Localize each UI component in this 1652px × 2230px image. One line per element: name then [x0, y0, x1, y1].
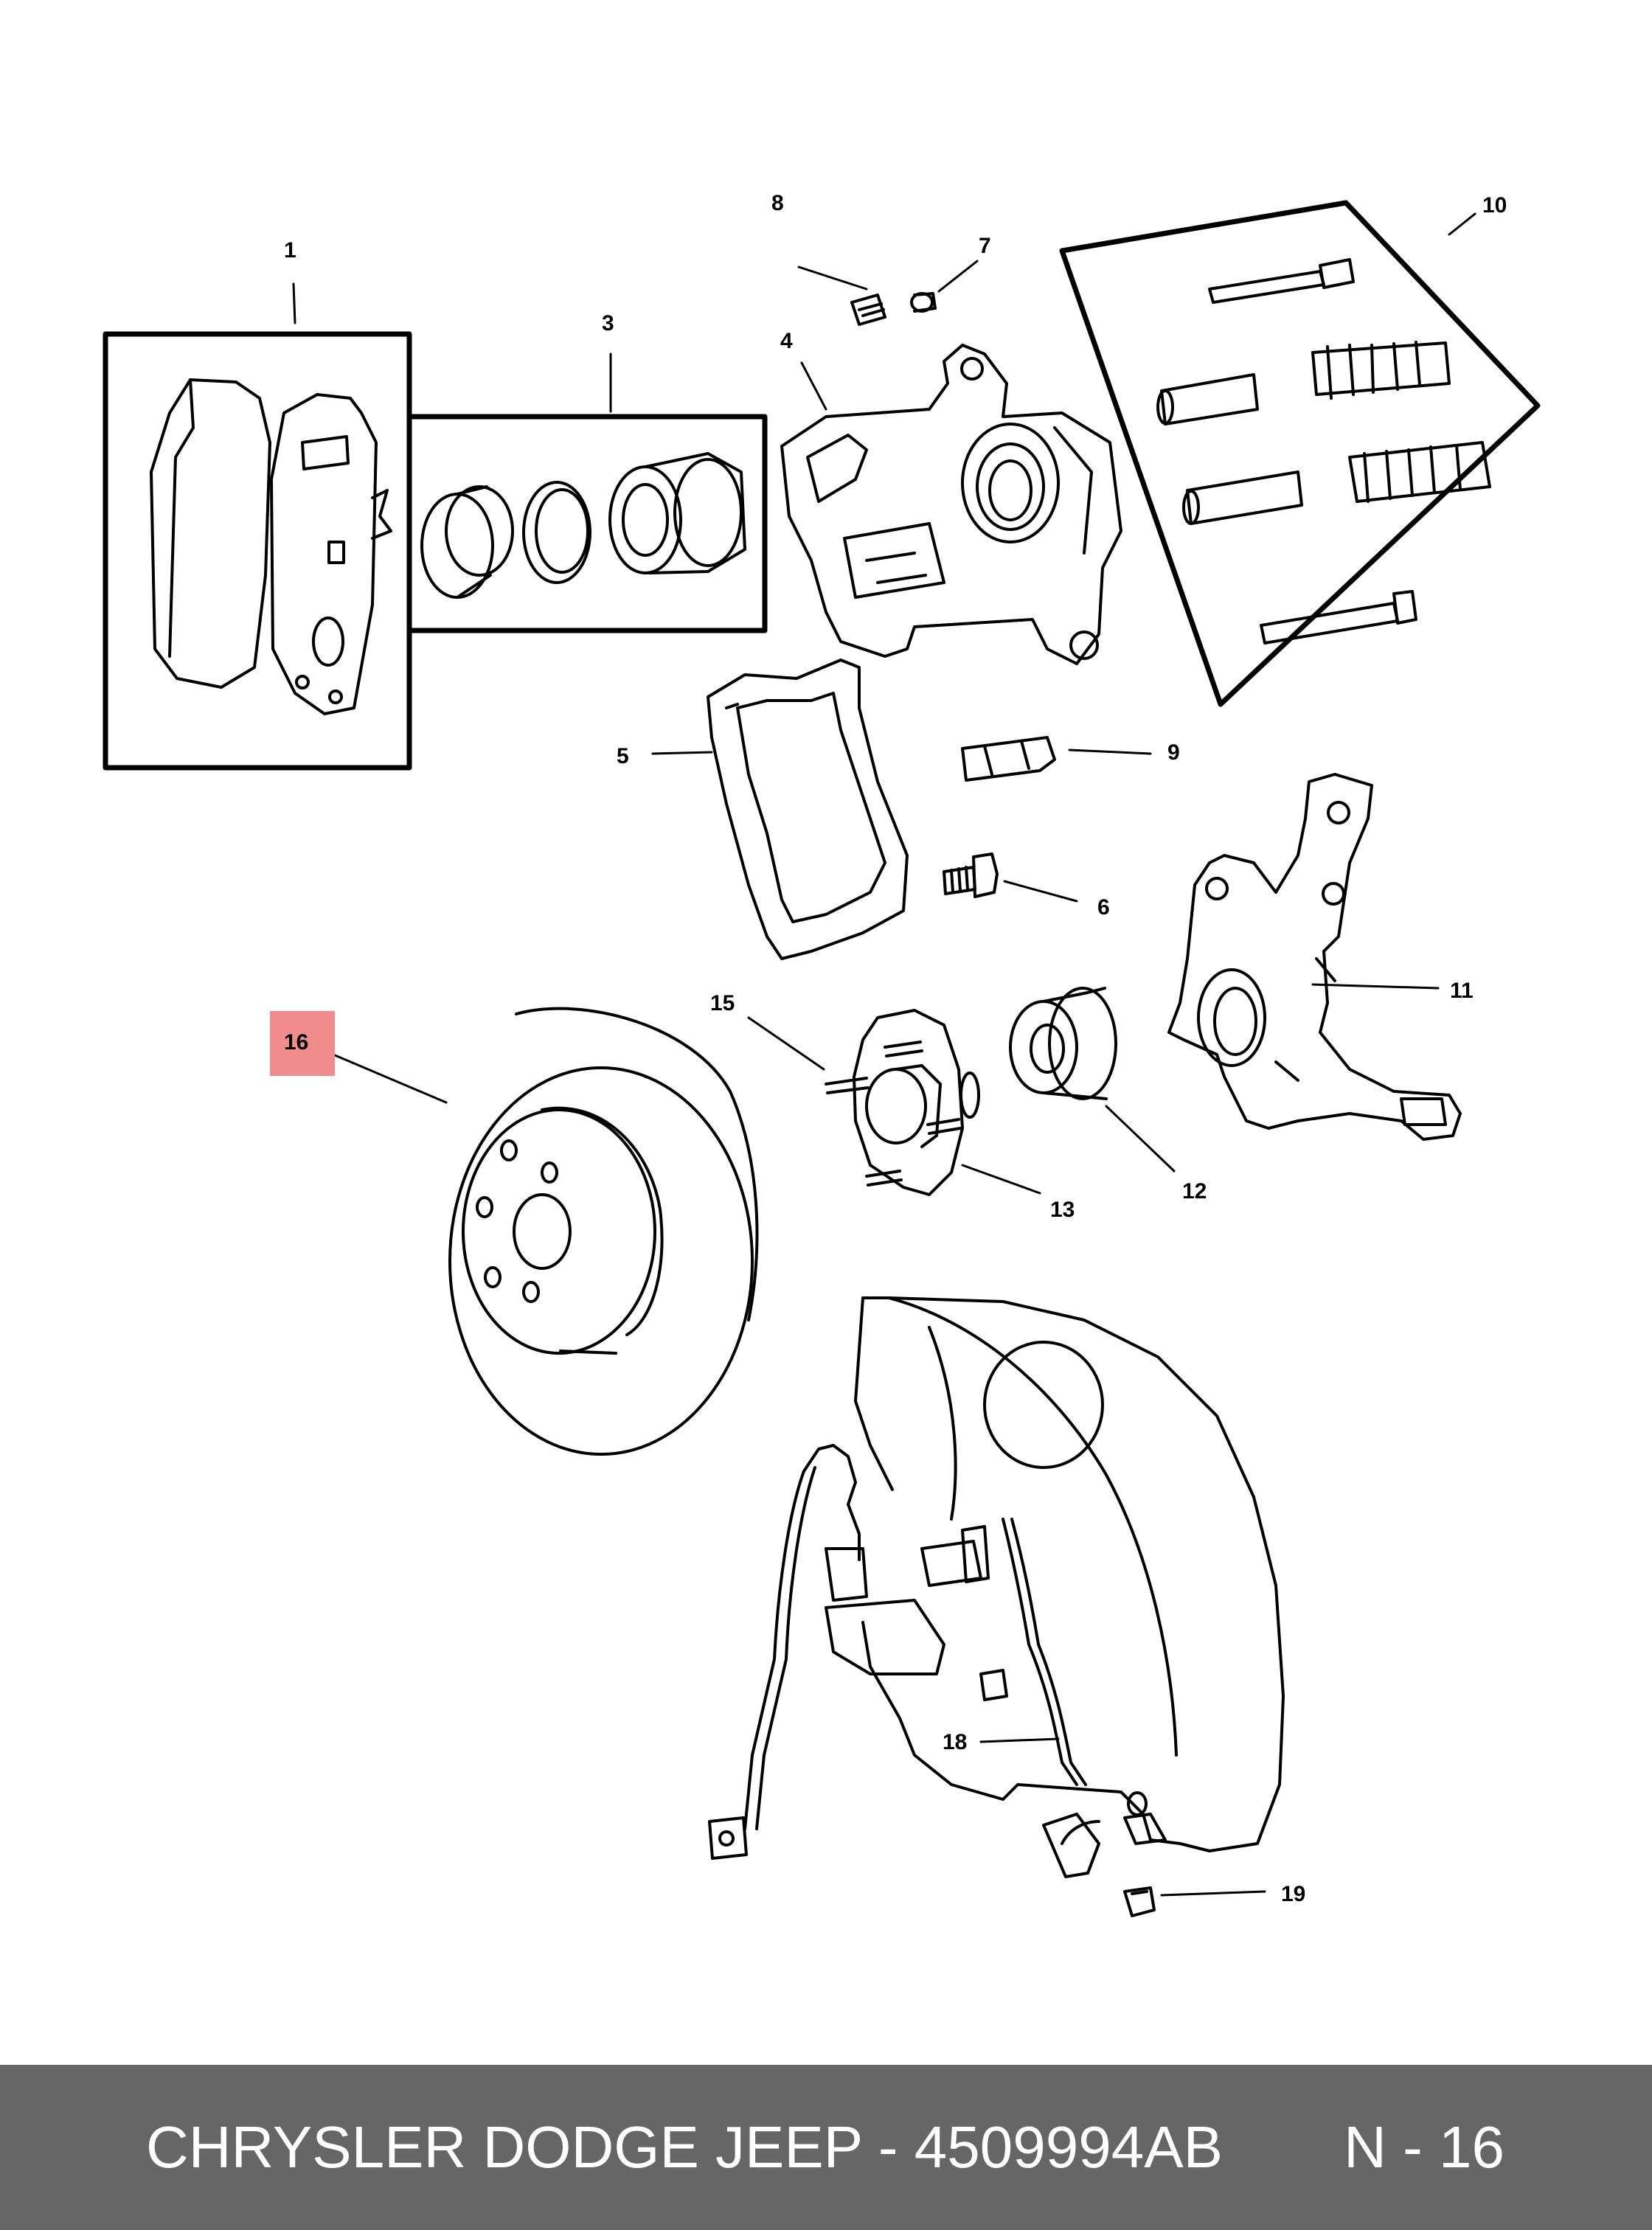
callout-5: 5: [617, 744, 629, 768]
piston-seal-kit: [406, 414, 768, 633]
parts-diagram: 1 3 4 5 6 7 8 9 10 11 12 13 15 16 18 19: [103, 191, 1541, 1917]
brake-hose: [708, 1444, 868, 1860]
brake-pad-set: [103, 331, 412, 771]
callout-15: 15: [710, 991, 735, 1015]
page-reference: N - 16: [1344, 2114, 1504, 2180]
callout-6: 6: [1097, 895, 1110, 920]
highlight-box: [270, 1011, 335, 1076]
part-info-text: CHRYSLER DODGE JEEP - 4509994AB: [146, 2114, 1223, 2180]
brake-caliper: [780, 344, 1122, 665]
callout-11: 11: [1450, 979, 1474, 1003]
callout-9: 9: [1167, 740, 1180, 765]
bleeder-cap: [910, 292, 937, 313]
callout-18: 18: [943, 1730, 967, 1754]
callout-1: 1: [284, 238, 296, 263]
sensor-bolt: [1123, 1886, 1156, 1917]
anti-rattle-clip: [961, 736, 1056, 782]
bleeder-screw: [850, 293, 886, 326]
callout-10: 10: [1482, 193, 1507, 218]
hub-bearing: [1009, 987, 1117, 1100]
callout-labels: 1 3 4 5 6 7 8 9 10 11 12 13 15 16 18 19: [284, 191, 1507, 1906]
callout-16: 16: [284, 1030, 308, 1055]
callout-3: 3: [602, 311, 614, 336]
steering-knuckle: [1167, 773, 1462, 1141]
callout-4: 4: [780, 329, 793, 353]
guide-pin-kit: [1059, 200, 1541, 707]
wheel-hub-with-studs: [825, 1009, 980, 1196]
footer-bar: CHRYSLER DODGE JEEP - 4509994AB N - 16: [0, 2065, 1652, 2230]
caliper-adapter-bracket: [707, 659, 909, 960]
callout-12: 12: [1182, 1179, 1207, 1203]
callout-leaders: [292, 212, 1476, 1897]
splash-shield: [825, 1296, 1285, 1852]
brake-rotor: [448, 1007, 759, 1456]
callout-19: 19: [1281, 1882, 1305, 1906]
wheel-speed-sensor: [961, 1518, 1100, 1878]
callout-7: 7: [979, 234, 991, 258]
callout-8: 8: [771, 191, 784, 215]
callout-13: 13: [1050, 1198, 1075, 1222]
adapter-bolt: [943, 852, 999, 898]
